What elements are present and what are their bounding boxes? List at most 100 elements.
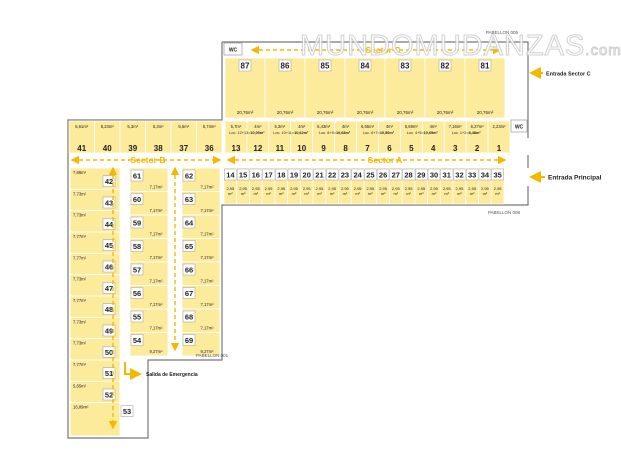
unit-number-43: 43 <box>105 199 113 208</box>
unit-number-5: 5 <box>409 144 414 153</box>
unit-number-box-64 <box>182 216 196 229</box>
unit-area-55: 7,17m² <box>149 326 163 331</box>
unit-number-55: 55 <box>133 313 141 322</box>
unit-area-13: 5,7m² <box>231 124 242 129</box>
unit-area-53: 16,89m² <box>73 405 89 410</box>
combo-label: Loc. 6+7=10,56m² <box>363 131 395 135</box>
unit-number-47: 47 <box>105 284 113 293</box>
unit-area-35: 2,95 <box>494 186 503 191</box>
unit-number-50: 50 <box>105 348 113 357</box>
unit-area-7: 6,65m² <box>361 124 375 129</box>
unit-area-84: 20,76m² <box>357 110 374 115</box>
storage-unit-37 <box>170 120 197 154</box>
unit-area-38: 5,3m² <box>153 124 164 129</box>
unit-area-32: 2,95 <box>456 186 465 191</box>
unit-number-48: 48 <box>105 305 113 314</box>
unit-area-20: 2,95 <box>303 186 312 191</box>
unit-number-45: 45 <box>105 241 113 250</box>
unit-area-34: 2,95 <box>481 186 490 191</box>
unit-area-unit-26: m² <box>381 191 386 196</box>
storage-unit-38 <box>145 120 172 154</box>
unit-area-unit-14: m² <box>228 191 233 196</box>
sector-c-label: Sector C <box>366 45 401 55</box>
unit-area-unit-23: m² <box>343 191 348 196</box>
unit-number-20: 20 <box>303 171 311 180</box>
unit-number-65: 65 <box>185 242 193 251</box>
unit-number-box-54 <box>130 334 144 346</box>
unit-number-64: 64 <box>185 219 194 228</box>
unit-number-41: 41 <box>77 144 86 153</box>
unit-area-unit-19: m² <box>292 191 297 196</box>
unit-area-60: 7,17m² <box>149 208 163 213</box>
combo-total: 10,56m² <box>380 131 395 135</box>
salida-emergencia-arrow <box>124 362 142 380</box>
unit-area-unit-28: m² <box>406 191 411 196</box>
unit-number-63: 63 <box>185 195 193 204</box>
unit-area-83: 20,76m² <box>397 110 414 115</box>
sector-a-bottom-units: 142,95m²152,95m²162,95m²172,95m²182,95m²… <box>223 167 505 205</box>
unit-area-21: 2,95 <box>316 186 325 191</box>
unit-number-12: 12 <box>253 144 262 153</box>
unit-area-67: 7,17m² <box>200 302 214 307</box>
unit-number-10: 10 <box>297 144 306 153</box>
unit-area-46: 7,77m² <box>73 255 87 260</box>
unit-number-61: 61 <box>133 172 141 181</box>
unit-number-87: 87 <box>241 62 250 71</box>
unit-area-17: 2,95 <box>265 186 274 191</box>
unit-number-box-60 <box>130 193 144 205</box>
unit-area-86: 20,76m² <box>277 110 294 115</box>
unit-area-30: 2,95 <box>430 186 439 191</box>
unit-number-49: 49 <box>105 327 113 336</box>
storage-unit-40 <box>94 120 121 154</box>
unit-number-17: 17 <box>264 171 272 180</box>
unit-area-unit-15: m² <box>241 191 246 196</box>
combo-total: 10,68m² <box>336 131 351 135</box>
combo-text: Loc. 8+9= <box>319 131 337 135</box>
unit-number-box-69 <box>182 334 196 346</box>
unit-area-40: 8,23m² <box>101 124 115 129</box>
entrada-sector-c-label: Entrada Sector C <box>546 72 591 78</box>
unit-area-2: 6,27m² <box>471 124 485 129</box>
combo-total: 10,00m² <box>250 131 265 135</box>
unit-number-box-57 <box>130 263 144 276</box>
unit-number-box-59 <box>130 216 144 229</box>
unit-number-box-85 <box>318 59 332 72</box>
combo-label: Loc. 10+11=10,62m² <box>273 131 309 135</box>
unit-area-18: 2,95 <box>277 186 286 191</box>
unit-number-box-62 <box>182 169 196 182</box>
unit-area-47: 7,73m² <box>73 277 87 282</box>
unit-area-62: 7,17m² <box>200 185 214 190</box>
storage-unit-85 <box>304 57 346 119</box>
combo-label: Loc. 4+5=10,69m² <box>407 131 439 135</box>
sector-b-label: Sector B <box>131 155 166 165</box>
unit-number-84: 84 <box>361 62 370 71</box>
unit-area-28: 2,95 <box>405 186 414 191</box>
storage-unit-36 <box>196 120 223 154</box>
unit-number-box-55 <box>130 310 144 323</box>
unit-number-25: 25 <box>366 171 374 180</box>
unit-number-11: 11 <box>276 144 285 153</box>
unit-number-box-66 <box>182 263 196 276</box>
unit-area-37: 5,5m² <box>178 124 189 129</box>
unit-number-66: 66 <box>185 266 193 275</box>
unit-number-52: 52 <box>105 391 113 400</box>
unit-number-box-58 <box>130 240 144 252</box>
combo-text: Loc. 1+2= <box>452 131 470 135</box>
combo-text: Loc. 10+11= <box>273 131 295 135</box>
unit-number-46: 46 <box>105 263 113 272</box>
sector-a-label: Sector A <box>368 155 403 165</box>
unit-number-34: 34 <box>481 171 490 180</box>
unit-number-21: 21 <box>315 171 323 180</box>
combo-label: Loc. 12+13=10,00m² <box>229 131 265 135</box>
unit-number-19: 19 <box>290 171 298 180</box>
unit-number-33: 33 <box>468 171 476 180</box>
combo-text: Loc. 6+7= <box>363 131 381 135</box>
unit-number-box-67 <box>182 287 196 299</box>
unit-area-14: 2,95 <box>226 186 235 191</box>
unit-number-81: 81 <box>481 62 490 71</box>
unit-number-60: 60 <box>133 195 141 204</box>
unit-number-15: 15 <box>239 171 247 180</box>
pabellon-008-label: PABELLON 008 <box>488 210 521 215</box>
unit-number-2: 2 <box>475 144 480 153</box>
